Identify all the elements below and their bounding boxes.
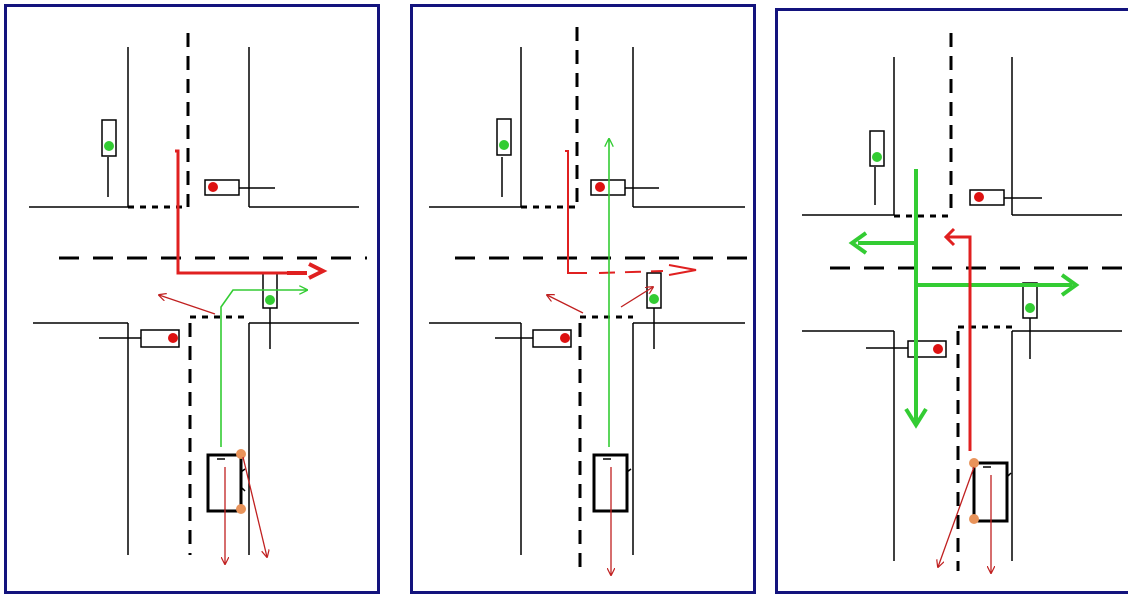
light-red-icon (933, 344, 943, 354)
traffic-light-bottom-left (866, 340, 947, 358)
allowed-paths-green (848, 169, 1080, 429)
light-green-icon (872, 152, 882, 162)
road-edges (29, 47, 359, 555)
traffic-light-bottom-right (262, 272, 278, 349)
car-swing-arrow (242, 456, 267, 557)
light-red-icon (168, 333, 178, 343)
allowed-path-green (220, 290, 307, 447)
contact-dot-icon (969, 514, 979, 524)
traffic-light-top-right (969, 189, 1042, 206)
intersection-panel-3 (775, 8, 1128, 594)
blocked-path-red (175, 149, 307, 275)
blocked-right-turn-red (620, 287, 653, 308)
traffic-light-top-left (101, 119, 117, 197)
blocked-left-turn-red (159, 295, 216, 315)
traffic-light-top-left (496, 118, 512, 197)
lane-markings (830, 33, 1128, 571)
light-green-icon (649, 294, 659, 304)
light-green-icon (499, 140, 509, 150)
light-red-icon (974, 192, 984, 202)
blocked-arrowhead-red (668, 264, 697, 276)
traffic-light-top-right (204, 179, 275, 196)
light-green-icon (104, 141, 114, 151)
blocked-path-red (565, 150, 587, 274)
traffic-light-top-right (590, 179, 659, 196)
intersection-diagram-1 (29, 33, 367, 594)
traffic-light-top-left (869, 130, 885, 205)
traffic-light-bottom-left (495, 329, 572, 348)
blocked-arrowhead-red (943, 227, 956, 247)
contact-dot-icon (236, 504, 246, 514)
traffic-light-bottom-right (1022, 282, 1038, 359)
contact-dot-icon (236, 449, 246, 459)
car-icon (206, 449, 246, 514)
light-red-icon (560, 333, 570, 343)
road-edges (429, 47, 745, 555)
intersection-panel-1 (4, 4, 380, 594)
intersection-panel-2 (410, 4, 756, 594)
car-icon (592, 453, 632, 513)
contact-dot-icon (969, 458, 979, 468)
blocked-left-turn-red (547, 295, 584, 314)
light-green-icon (265, 295, 275, 305)
intersection-diagram-2 (429, 27, 753, 594)
lane-markings (455, 27, 753, 567)
road-edges (802, 57, 1122, 561)
light-red-icon (595, 182, 605, 192)
blocked-arrowhead-red (308, 262, 328, 280)
light-green-icon (1025, 303, 1035, 313)
car-icon (969, 458, 1012, 524)
car-swing-arrow (938, 466, 975, 567)
blocked-path-red (948, 235, 972, 451)
intersection-diagram-3 (802, 33, 1128, 594)
lane-markings (59, 33, 367, 555)
traffic-light-bottom-right (646, 272, 662, 349)
light-red-icon (208, 182, 218, 192)
traffic-light-bottom-left (99, 329, 180, 348)
